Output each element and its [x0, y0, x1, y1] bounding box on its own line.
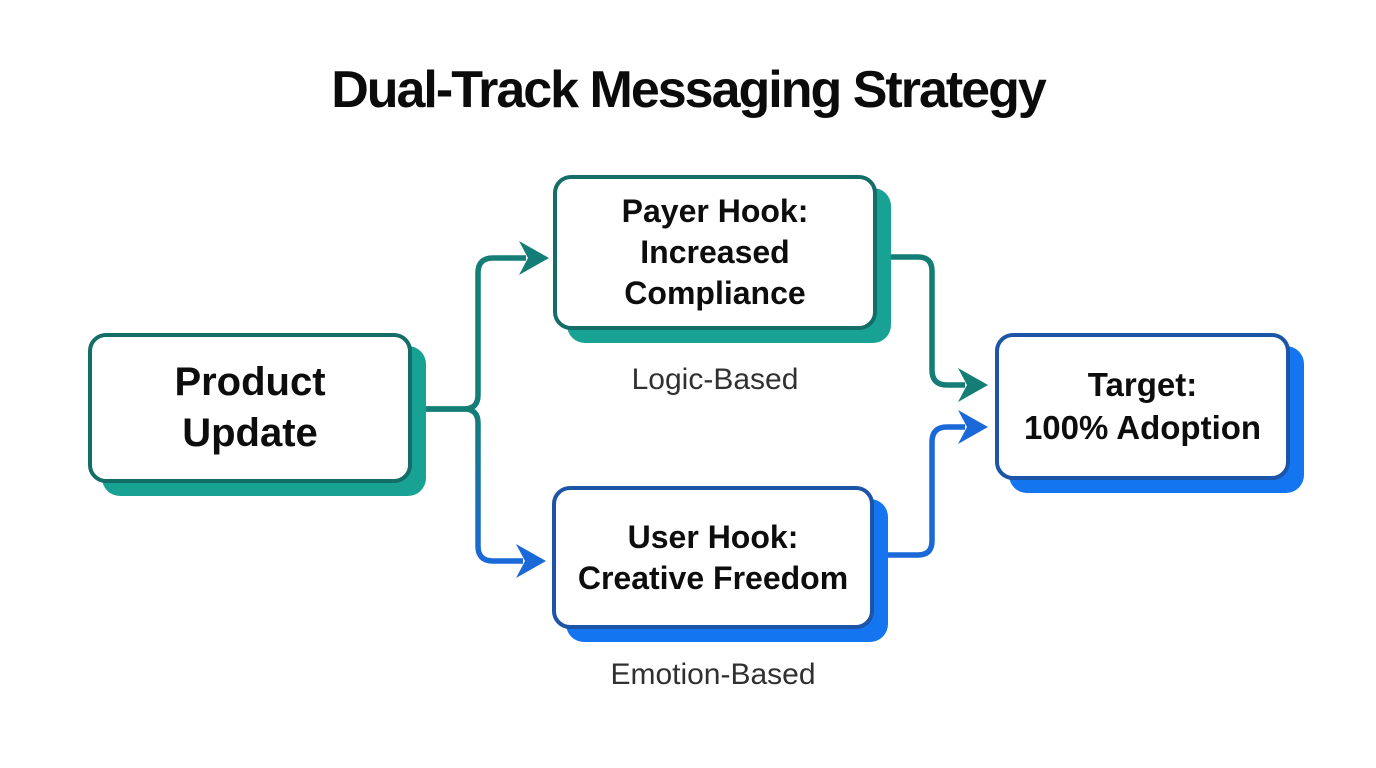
track-label-emotion-based: Emotion-Based	[610, 658, 816, 691]
track-label-logic-based: Logic-Based	[631, 363, 799, 396]
edge-product-to-payer-arrowhead-icon	[519, 241, 549, 275]
edge-user-to-target-line	[870, 424, 965, 558]
edge-product-to-payer-line	[412, 255, 526, 412]
node-payer-hook: Payer Hook: Increased Compliance	[553, 175, 877, 330]
node-product-update: Product Update	[88, 333, 412, 483]
node-target-adoption: Target: 100% Adoption	[995, 333, 1290, 480]
diagram-title: Dual-Track Messaging Strategy	[331, 61, 1047, 119]
edge-product-to-user-arrowhead-icon	[516, 544, 546, 578]
edge-user-to-target-arrowhead-icon	[958, 410, 988, 444]
edge-product-to-user-line	[412, 406, 523, 564]
edge-payer-to-target-arrowhead-icon	[958, 368, 988, 402]
edge-payer-to-target-line	[874, 254, 965, 388]
node-user-hook: User Hook: Creative Freedom	[552, 486, 874, 629]
